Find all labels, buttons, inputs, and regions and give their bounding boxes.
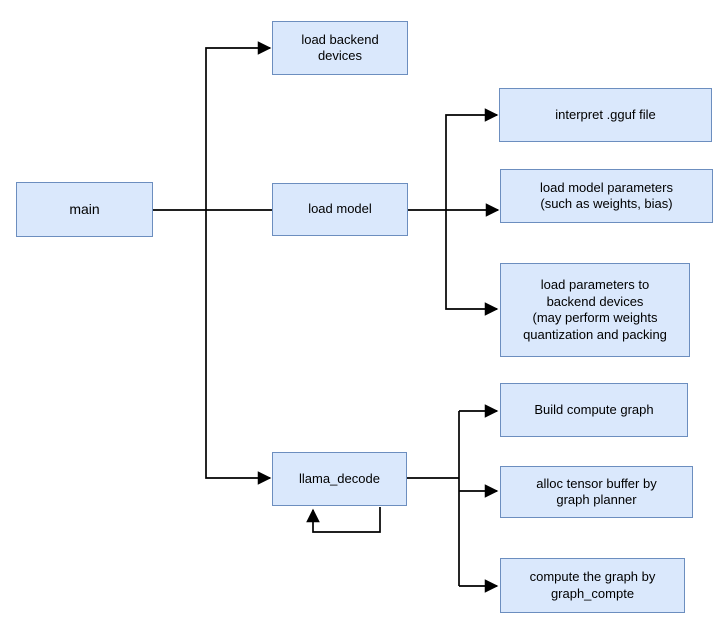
node-load-model-label: load model <box>308 201 372 217</box>
node-load-backend-devices-label: load backend devices <box>301 31 379 64</box>
edge-llama-self-loop <box>306 507 381 533</box>
node-compute-the-graph: compute the graph by graph_compte <box>500 558 685 613</box>
node-alloc-tensor-buffer: alloc tensor buffer by graph planner <box>500 466 693 518</box>
edge-llama-trunk <box>407 411 460 586</box>
node-alloc-tensor-buffer-label: alloc tensor buffer by graph planner <box>536 475 657 508</box>
node-load-backend-devices: load backend devices <box>272 21 408 75</box>
edge-loadmodel-interpret <box>445 108 499 210</box>
node-load-parameters-to-backend: load parameters to backend devices (may … <box>500 263 690 357</box>
node-interpret-gguf-file-label: interpret .gguf file <box>555 106 656 122</box>
node-build-compute-graph: Build compute graph <box>500 383 688 437</box>
edge-main-llama-decode <box>205 210 272 485</box>
node-main: main <box>16 182 153 237</box>
node-llama-decode-label: llama_decode <box>299 470 380 486</box>
edge-main-load-backend <box>205 41 272 210</box>
node-main-label: main <box>69 200 100 217</box>
node-llama-decode: llama_decode <box>272 452 407 506</box>
node-load-parameters-to-backend-label: load parameters to backend devices (may … <box>523 277 667 342</box>
edge-loadmodel-params-backend <box>445 210 499 316</box>
node-load-model: load model <box>272 183 408 236</box>
node-load-model-parameters: load model parameters (such as weights, … <box>500 169 713 223</box>
node-interpret-gguf-file: interpret .gguf file <box>499 88 712 142</box>
node-build-compute-graph-label: Build compute graph <box>534 401 654 417</box>
node-load-model-parameters-label: load model parameters (such as weights, … <box>540 179 673 212</box>
node-compute-the-graph-label: compute the graph by graph_compte <box>529 569 656 601</box>
